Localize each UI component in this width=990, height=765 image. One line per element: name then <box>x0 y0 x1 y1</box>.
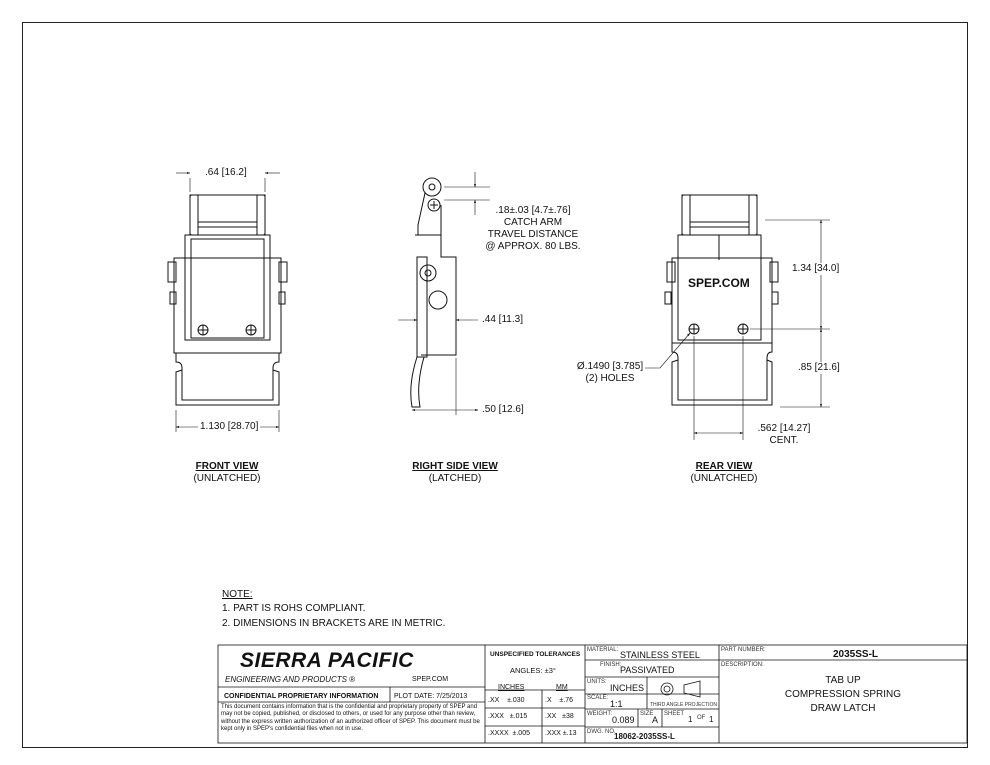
tol-row-3: .XXXX ±.005 <box>488 730 530 737</box>
rear-upper-height-dim: 1.34 [34.0] <box>792 263 840 275</box>
finish-label: FINISH: <box>600 662 622 668</box>
part-number-label: PART NUMBER: <box>721 647 766 653</box>
weight-label: WEIGHT: <box>587 711 612 717</box>
side-depth-total-dim: .50 [12.6] <box>482 404 524 415</box>
tol-inch-label: INCHES <box>498 684 525 691</box>
sheet-label: SHEET <box>664 711 685 717</box>
description-label: DESCRIPTION: <box>721 662 764 668</box>
company-subtitle: ENGINEERING AND PRODUCTS ® <box>225 675 356 684</box>
tol-row-1: .XX ±.030 <box>488 697 525 704</box>
tol-row-2: .XXX ±.015 <box>488 713 528 720</box>
side-view-drawing <box>398 172 490 415</box>
tolerances-angles: ANGLES: ±3° <box>510 666 556 675</box>
tolerances-heading: UNSPECIFIED TOLERANCES <box>490 651 581 658</box>
front-view-title: FRONT VIEW(UNLATCHED) <box>193 461 261 484</box>
tol-row-2-mm: .XX ±38 <box>545 713 574 720</box>
confidential-heading: CONFIDENTIAL PROPRIETARY INFORMATION <box>224 693 379 700</box>
finish-value: PASSIVATED <box>620 665 675 675</box>
material-value: STAINLESS STEEL <box>620 650 700 660</box>
plot-date: PLOT DATE: 7/25/2013 <box>394 693 468 700</box>
title-block-lines <box>217 644 968 744</box>
tol-row-3-mm: .XXX ±.13 <box>545 730 577 737</box>
note-item-1: 1. PART IS ROHS COMPLIANT. <box>222 603 366 614</box>
tol-mm-label: MM <box>556 684 568 691</box>
front-view-drawing <box>167 171 288 432</box>
side-view-title: RIGHT SIDE VIEW(LATCHED) <box>412 461 498 484</box>
tol-row-1-mm: .X ±.76 <box>545 697 573 704</box>
projection-label: THIRD ANGLE PROJECTION <box>650 702 717 708</box>
company-website: SPEP.COM <box>412 676 449 683</box>
dwg-no-value: 18062-2035SS-L <box>614 732 675 741</box>
rear-stamp-text: SPEP.COM <box>688 276 750 290</box>
side-depth-dim: .44 [11.3] <box>482 314 523 325</box>
confidential-text: This document contains information that … <box>221 704 480 733</box>
scale-value: 1:1 <box>610 699 623 709</box>
front-top-width-dim: .64 [16.2] <box>205 167 247 178</box>
scale-label: SCALE: <box>587 695 609 701</box>
notes-heading: NOTE: <box>222 589 253 600</box>
front-overall-width-dim: 1.130 [28.70] <box>198 421 261 433</box>
rear-view-title: REAR VIEW(UNLATCHED) <box>690 461 758 484</box>
note-item-2: 2. DIMENSIONS IN BRACKETS ARE IN METRIC. <box>222 618 446 629</box>
description-text: TAB UP COMPRESSION SPRING DRAW LATCH <box>784 675 902 714</box>
units-value: INCHES <box>610 683 645 693</box>
dwg-no-label: DWG. NO. <box>587 729 616 735</box>
drawing-sheet-border <box>22 22 968 748</box>
company-name: SIERRA PACIFIC <box>240 649 414 672</box>
part-number-value: 2035SS-L <box>833 649 879 660</box>
material-label: MATERIAL: <box>587 647 619 653</box>
catch-travel-dim: .18±.03 [4.7±.76] CATCH ARM TRAVEL DISTA… <box>485 205 581 252</box>
rear-lower-height-dim: .85 [21.6] <box>798 362 840 374</box>
size-value: A <box>652 715 659 725</box>
sheet-total-value: 1 <box>709 715 714 724</box>
hole-diameter-dim: Ø.1490 [3.785] (2) HOLES <box>576 361 644 384</box>
rear-view-drawing <box>645 194 830 440</box>
size-label: SIZE <box>640 711 654 717</box>
hole-spacing-dim: .562 [14.27] CENT. <box>757 423 811 446</box>
weight-value: 0.089 <box>612 715 635 725</box>
units-label: UNITS: <box>587 679 607 685</box>
sheet-of-label: OF <box>697 715 706 721</box>
sheet-value: 1 <box>688 715 693 724</box>
